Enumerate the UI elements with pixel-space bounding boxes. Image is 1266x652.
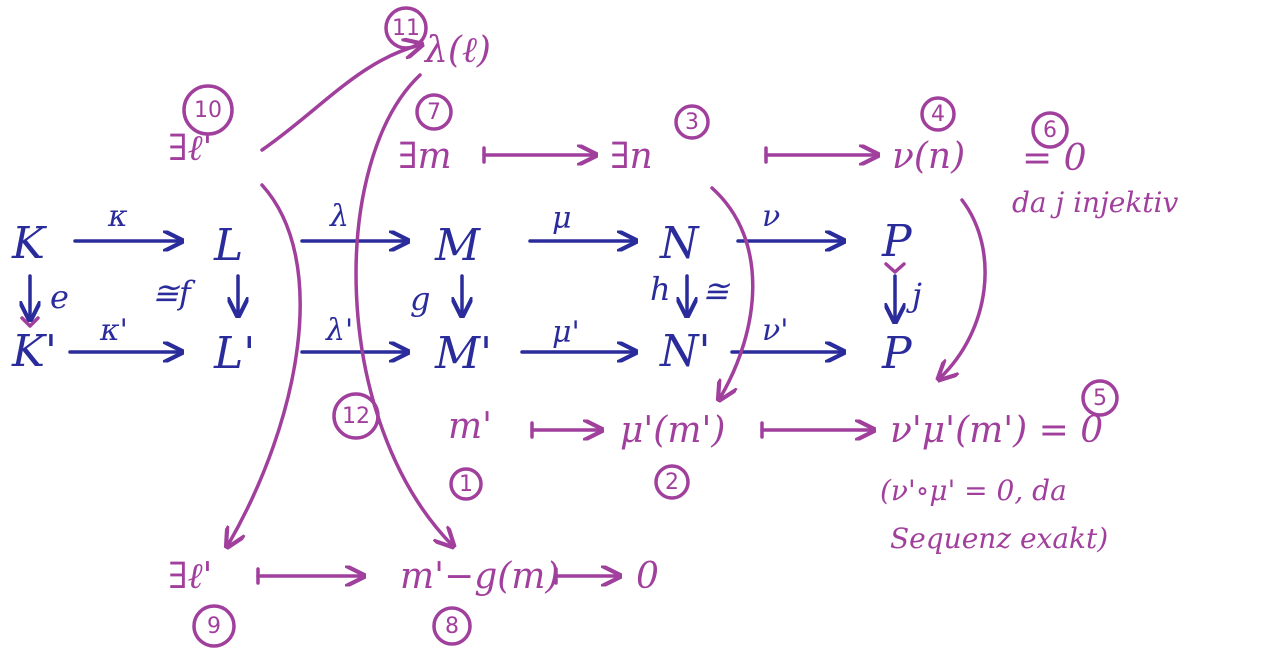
injective-note: da j injektiv bbox=[1012, 186, 1179, 219]
label-j: j bbox=[906, 276, 922, 314]
label-mu-prime: μ' bbox=[552, 315, 580, 350]
step-3: 3 bbox=[674, 104, 710, 140]
nu-mu-zero: ν'μ'(m') = 0 bbox=[890, 410, 1103, 451]
object-N: N bbox=[659, 218, 700, 269]
exists-l-bottom: ∃ℓ' bbox=[168, 556, 212, 597]
label-e: e bbox=[50, 278, 69, 316]
svg-text:12: 12 bbox=[342, 404, 370, 429]
zero-bottom: 0 bbox=[636, 556, 659, 597]
label-f: ≅f bbox=[152, 274, 196, 312]
mu-prime-of-m-prime: μ'(m') bbox=[620, 410, 725, 451]
label-nu: ν bbox=[762, 199, 780, 234]
vertical-arrows bbox=[30, 274, 895, 320]
curve-mu-to-n bbox=[710, 186, 755, 398]
mapsto-arrows bbox=[256, 148, 876, 583]
step-9: 9 bbox=[192, 604, 236, 648]
svg-text:6: 6 bbox=[1043, 118, 1057, 143]
object-L: L bbox=[213, 220, 243, 271]
object-N-prime: N' bbox=[659, 326, 711, 377]
label-g: g bbox=[410, 280, 430, 318]
step-7: 7 bbox=[415, 93, 453, 131]
object-P-bottom: P bbox=[881, 328, 913, 379]
label-nu-prime: ν' bbox=[762, 313, 788, 348]
mono-mark-e bbox=[20, 316, 40, 328]
svg-text:2: 2 bbox=[665, 470, 679, 495]
exact-note-line1: (ν'∘μ' = 0, da bbox=[880, 474, 1067, 507]
step-12: 12 bbox=[332, 392, 380, 440]
curve-l-to-l-bottom bbox=[228, 183, 302, 545]
chase-curves bbox=[228, 45, 987, 545]
bottom-row-objects: K' L' M' N' P bbox=[11, 326, 913, 379]
label-mu: μ bbox=[552, 201, 572, 236]
step-10: 10 bbox=[182, 84, 234, 136]
label-h: h bbox=[650, 270, 671, 308]
svg-text:10: 10 bbox=[194, 98, 222, 123]
object-K: K bbox=[11, 218, 47, 269]
object-M: M bbox=[434, 220, 481, 271]
object-K-prime: K' bbox=[11, 326, 57, 377]
curve-l-to-lambda bbox=[260, 45, 420, 152]
curve-lambda-to-m-minus-g bbox=[354, 73, 452, 545]
chase-text: ∃ℓ' λ(ℓ) ∃m ∃n ν(n) = 0 m' μ'(m') ν'μ'(m… bbox=[168, 30, 1103, 597]
step-6: 6 bbox=[1031, 111, 1069, 149]
mono-mark-j bbox=[884, 262, 906, 274]
svg-text:5: 5 bbox=[1093, 386, 1107, 411]
svg-text:11: 11 bbox=[392, 16, 420, 41]
m-prime: m' bbox=[448, 406, 492, 447]
exact-note-line2: Sequenz exakt) bbox=[890, 522, 1108, 555]
nu-of-n: ν(n) bbox=[892, 136, 965, 177]
top-row-map-labels: κ λ μ ν bbox=[107, 199, 780, 236]
label-lambda: λ bbox=[329, 199, 349, 234]
object-P: P bbox=[881, 216, 913, 267]
step-11: 11 bbox=[384, 6, 428, 50]
vertical-map-labels: e ≅f g h ≅ j bbox=[50, 270, 922, 318]
label-lambda-prime: λ' bbox=[325, 313, 353, 348]
step-2: 2 bbox=[654, 464, 690, 500]
label-kappa: κ bbox=[107, 199, 128, 234]
step-8: 8 bbox=[432, 606, 472, 646]
svg-text:1: 1 bbox=[459, 472, 473, 497]
object-L-prime: L' bbox=[213, 328, 255, 379]
lambda-of-l: λ(ℓ) bbox=[423, 30, 491, 71]
svg-text:4: 4 bbox=[931, 102, 945, 127]
svg-text:3: 3 bbox=[685, 110, 699, 135]
exists-n: ∃n bbox=[610, 136, 653, 177]
m-prime-minus-g: m'−g(m) bbox=[400, 556, 559, 597]
svg-text:8: 8 bbox=[445, 614, 459, 639]
object-M-prime: M' bbox=[434, 328, 492, 379]
label-kappa-prime: κ' bbox=[99, 313, 128, 348]
svg-text:7: 7 bbox=[427, 100, 441, 125]
step-1: 1 bbox=[449, 467, 483, 501]
step-4: 4 bbox=[920, 96, 956, 132]
exists-m: ∃m bbox=[398, 136, 452, 177]
svg-text:9: 9 bbox=[207, 614, 221, 639]
label-h-iso: ≅ bbox=[702, 272, 731, 310]
step-5: 5 bbox=[1081, 379, 1119, 417]
step-markers: 1 2 3 4 5 6 7 8 9 10 11 12 bbox=[182, 6, 1119, 648]
bottom-row-map-labels: κ' λ' μ' ν' bbox=[99, 313, 788, 350]
chase-notes: da j injektiv (ν'∘μ' = 0, da Sequenz exa… bbox=[880, 186, 1179, 555]
top-row-objects: K L M N P bbox=[11, 216, 913, 271]
curve-zero-to-nu bbox=[940, 198, 987, 378]
eq-zero-top: = 0 bbox=[1022, 138, 1087, 179]
